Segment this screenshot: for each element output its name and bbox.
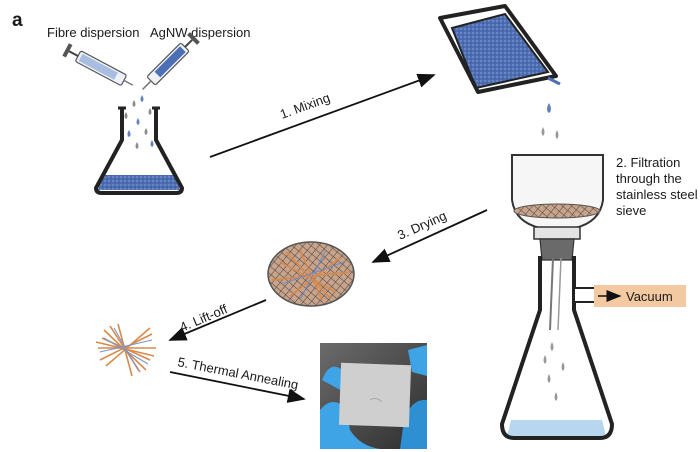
filtration-flask-icon xyxy=(500,256,614,440)
step-4-label: 4. Lift-off xyxy=(177,301,230,335)
fibre-dispersion-label: Fibre dispersion xyxy=(47,25,140,40)
step-2-line-2: through the xyxy=(616,171,682,186)
pouring-beaker-icon xyxy=(438,4,561,94)
step-2-line-4: sieve xyxy=(616,203,646,218)
arrow-thermal-annealing xyxy=(169,371,306,403)
buchner-funnel-icon xyxy=(511,154,604,261)
fibre-network-icon xyxy=(95,323,156,377)
mixing-flask-icon xyxy=(94,106,184,195)
dried-mesh-disk xyxy=(267,241,355,307)
arrow-mixing xyxy=(209,73,436,158)
agnw-syringe-icon xyxy=(142,32,200,90)
step-2-line-1: 2. Filtration xyxy=(616,155,680,170)
arrow-drying xyxy=(371,209,488,263)
step-3-label: 3. Drying xyxy=(395,208,449,243)
step-2-label: 2. Filtration through the stainless stee… xyxy=(616,155,698,218)
annealed-sample-photo xyxy=(320,343,427,449)
mixing-drops xyxy=(124,95,154,149)
fibre-syringe-icon xyxy=(62,43,134,86)
agnw-dispersion-label: AgNW dispersion xyxy=(150,25,250,40)
arrow-lift-off xyxy=(168,299,267,341)
step-1-label: 1. Mixing xyxy=(278,90,332,122)
vacuum-label: Vacuum xyxy=(626,289,673,304)
panel-label: a xyxy=(12,10,23,31)
step-2-line-3: stainless steel xyxy=(616,187,698,202)
